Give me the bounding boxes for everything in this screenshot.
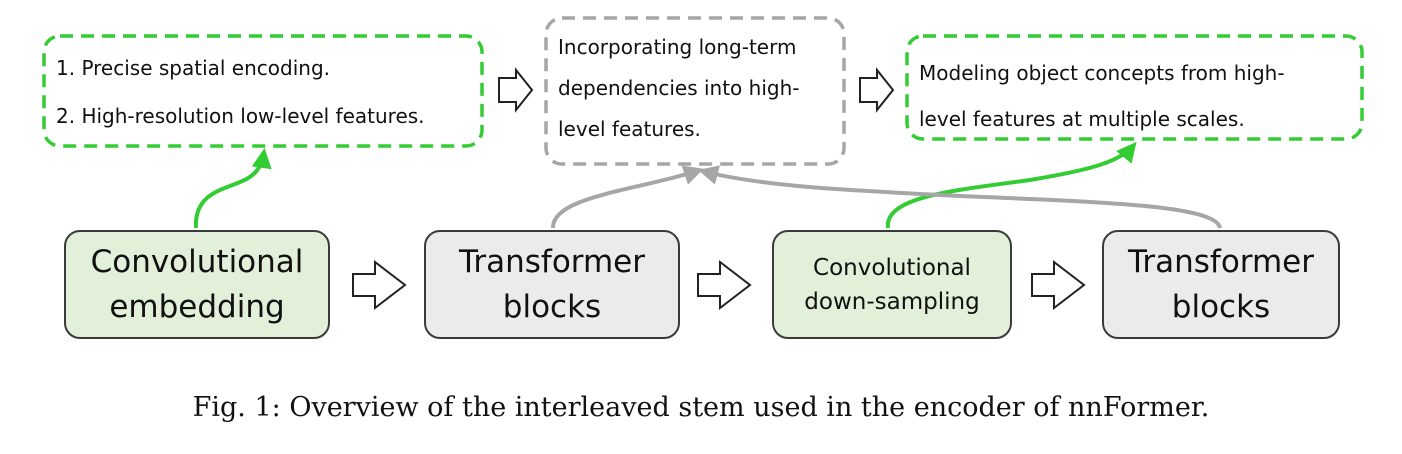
- top-flow-arrow-1: [498, 67, 534, 113]
- bottom-flow-arrow-1: [352, 259, 407, 311]
- gray-connector-transformer-1: [550, 165, 704, 229]
- low-level-features-box: [42, 34, 484, 148]
- object-concepts-text: Modeling object concepts from high- leve…: [919, 50, 1285, 142]
- block-1-line-1: Convolutional: [90, 243, 304, 280]
- block-1-line-2: embedding: [109, 288, 285, 325]
- convolutional-embedding-block: Convolutional embedding: [64, 230, 330, 339]
- block-4-line-1: Transformer: [1127, 243, 1314, 280]
- convolutional-downsampling-block: Convolutional down-sampling: [772, 230, 1012, 339]
- long-term-dependencies-line-1: Incorporating long-term: [558, 35, 797, 59]
- long-term-dependencies-line-2: dependencies into high-: [558, 76, 800, 100]
- top-flow-arrow-2: [859, 67, 895, 113]
- block-4-line-2: blocks: [1171, 288, 1271, 325]
- long-term-dependencies-line-3: level features.: [558, 117, 701, 141]
- object-concepts-line-2: level features at multiple scales.: [919, 107, 1245, 131]
- block-2-line-1: Transformer: [458, 243, 645, 280]
- transformer-blocks-1: Transformer blocks: [424, 230, 680, 339]
- transformer-blocks-2: Transformer blocks: [1102, 230, 1340, 339]
- object-concepts-line-1: Modeling object concepts from high-: [919, 61, 1285, 85]
- block-3-line-2: down-sampling: [804, 288, 980, 315]
- green-connector-downsampling: [885, 141, 1137, 229]
- bottom-flow-arrow-3: [1031, 259, 1086, 311]
- block-3-line-1: Convolutional: [813, 254, 971, 281]
- figure-caption: Fig. 1: Overview of the interleaved stem…: [192, 392, 1210, 423]
- long-term-dependencies-text: Incorporating long-term dependencies int…: [558, 27, 799, 150]
- block-2-line-2: blocks: [502, 288, 602, 325]
- object-concepts-box: [905, 34, 1364, 141]
- green-connector-embedding: [193, 148, 272, 229]
- bottom-flow-arrow-2: [697, 259, 752, 311]
- gray-connector-transformer-2: [698, 165, 1222, 229]
- long-term-dependencies-box: [544, 16, 846, 166]
- low-level-features-text: 1. Precise spatial encoding. 2. High-res…: [56, 54, 425, 130]
- low-level-features-line-1: 1. Precise spatial encoding.: [56, 56, 331, 80]
- low-level-features-line-2: 2. High-resolution low-level features.: [56, 104, 425, 128]
